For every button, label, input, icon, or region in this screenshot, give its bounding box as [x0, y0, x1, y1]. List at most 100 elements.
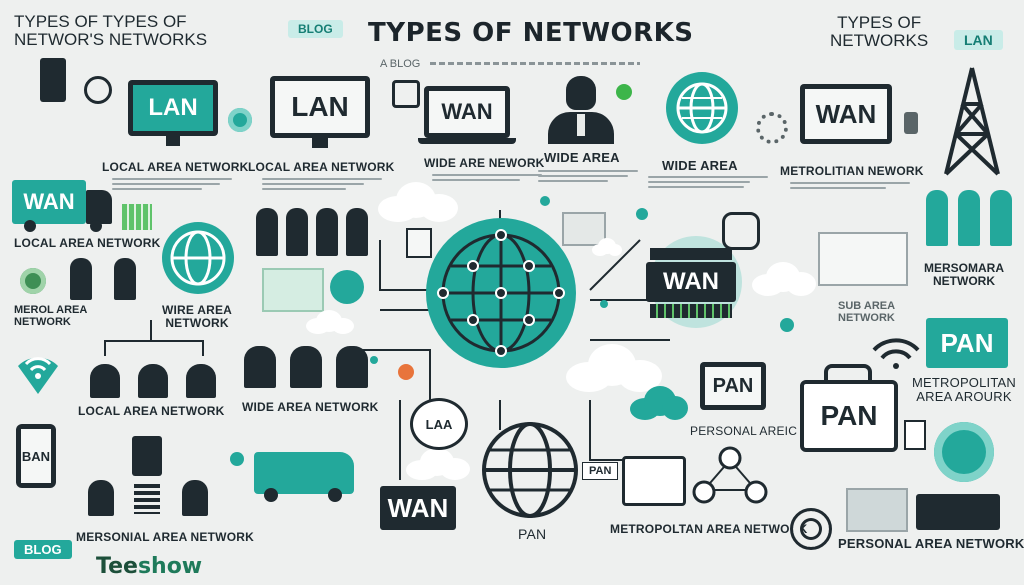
- ban-phone-badge: BAN: [21, 429, 51, 483]
- label-wide-area-network-mid: WIDE AREA NETWORK: [242, 400, 379, 414]
- dot-4: [230, 452, 244, 466]
- list-icon: [134, 484, 160, 514]
- label-merol-area-network: MEROL AREA NETWORK: [14, 304, 88, 328]
- org-line-left: [104, 340, 204, 356]
- lan-badge-1: LAN: [133, 85, 213, 131]
- dot-3: [780, 318, 794, 332]
- pan-monitor-badge: PAN: [705, 367, 761, 405]
- pan-right-badge: PAN: [926, 318, 1008, 368]
- van-wheel-2: [328, 488, 342, 502]
- wan-laptop: WAN: [424, 86, 510, 138]
- filler-text-2: [262, 178, 382, 190]
- subline-dots: [430, 62, 640, 65]
- label-mersomara-network: MERSOMARA NETWORK: [924, 261, 1004, 288]
- globe-icon-top: [666, 72, 738, 144]
- wan-monitor-top-right: WAN: [800, 84, 892, 144]
- teal-circle-icon: [330, 270, 364, 304]
- dot-6: [600, 300, 608, 308]
- label-metrolitian-network: METROLITIAN NEWORK: [780, 164, 924, 178]
- lan-monitor-2: LAN: [270, 76, 370, 138]
- lock-icon: [392, 80, 420, 108]
- fingerprint-icon: [84, 76, 112, 104]
- label-wide-are-network: WIDE ARE NEWORK: [424, 156, 545, 170]
- browser-window-icon: [622, 456, 686, 506]
- server-green-icon: [122, 204, 152, 230]
- target-icon-bottom: [790, 508, 832, 550]
- pan-briefcase-badge: PAN: [800, 380, 898, 452]
- people-row-center: [256, 208, 386, 258]
- label-wire-area-network: WIRE AREA NETWORK: [162, 303, 233, 330]
- org-line-left-stem: [150, 320, 152, 340]
- dot-2: [636, 208, 648, 220]
- filler-text-6: [790, 182, 910, 189]
- person-org-left: [88, 480, 114, 516]
- label-sub-area-network: SUB AREA NETWORK: [838, 300, 896, 324]
- wan-bottom-badge: WAN: [380, 486, 456, 530]
- blog-subline: A BLOG: [380, 58, 421, 70]
- label-local-area-network-1: LOCAL AREA NETWORK: [102, 160, 249, 174]
- person-org-right: [182, 480, 208, 516]
- wifi-icon-right: [872, 338, 920, 369]
- clipboard-icon: [818, 232, 908, 286]
- header-top-left: TYPES OF TYPES OF NETWOR'S NETWORKS: [14, 12, 208, 49]
- person-left-1: [70, 258, 92, 300]
- green-dot: [616, 84, 632, 100]
- small-tablet-icon: [406, 228, 432, 258]
- wan-server-badge: WAN: [646, 262, 736, 302]
- truck-wheel-1: [24, 220, 36, 232]
- server-rack-bottom: [650, 304, 732, 318]
- van-wheel-1: [264, 488, 278, 502]
- pan-monitor: PAN: [700, 362, 766, 410]
- org-people-center: [244, 346, 374, 388]
- server-rack-top: [650, 248, 732, 260]
- phone-icon: [40, 58, 66, 102]
- label-wide-area-1: WIDE AREA: [544, 150, 620, 165]
- laa-bubble-text: LAA: [425, 416, 453, 432]
- label-personal-area-network: PERSONAL AREA NETWORK: [838, 536, 1024, 551]
- dot-1: [540, 196, 550, 206]
- screen-icon-bottom: [916, 494, 1000, 530]
- cloud-6: [592, 238, 622, 256]
- doc-icon-right: [904, 420, 926, 450]
- radar-icon: [934, 422, 994, 482]
- blog-tag-bottom: BLOG: [14, 540, 72, 559]
- green-panel-icon: [262, 268, 324, 312]
- person-left-2: [114, 258, 136, 300]
- header-top-right: TYPES OF NETWORKS: [830, 13, 929, 50]
- globe-icon-bottom: [482, 422, 578, 518]
- people-network-icon: [692, 446, 768, 504]
- globe-hub: [426, 218, 576, 368]
- truck-wheel-2: [90, 220, 102, 232]
- person-org-top: [132, 436, 162, 476]
- small-display-icon: [562, 212, 606, 246]
- cloud-3: [752, 262, 816, 296]
- page-title: TYPES OF NETWORKS: [368, 18, 694, 48]
- label-local-area-network-mid: LOCAL AREA NETWORK: [78, 404, 225, 418]
- briefcase-handle: [824, 364, 872, 382]
- gear-icon-top: [756, 112, 788, 144]
- label-mersonial-area-network: MERSONIAL AREA NETWORK: [76, 530, 254, 544]
- filler-text-3: [432, 174, 542, 181]
- rounded-square-icon: [722, 212, 760, 250]
- tie-icon: [577, 114, 585, 136]
- lan-monitor-1: LAN: [128, 80, 218, 136]
- org-people-left: [90, 356, 220, 398]
- brand-part-b: show: [137, 554, 203, 579]
- user-head-icon: [566, 76, 596, 110]
- leaf-icon: [20, 268, 46, 294]
- label-local-area-network-left: LOCAL AREA NETWORK: [14, 236, 161, 250]
- lan-tag-top: LAN: [954, 30, 1003, 50]
- ban-phone: BAN: [16, 424, 56, 488]
- cloud-teal: [630, 386, 688, 420]
- filler-text-1: [112, 178, 232, 190]
- target-icon-1: [228, 108, 252, 132]
- cloud-5: [306, 310, 354, 334]
- monitor-stand-2: [312, 138, 328, 148]
- pan-small-badge: PAN: [582, 462, 619, 480]
- orange-dot: [398, 364, 414, 380]
- truck-cab: [86, 190, 112, 224]
- brand-logo: Teeshow: [96, 554, 202, 579]
- van-icon: [254, 452, 354, 494]
- cloud-2: [566, 344, 662, 392]
- padlock-icon: [904, 112, 918, 134]
